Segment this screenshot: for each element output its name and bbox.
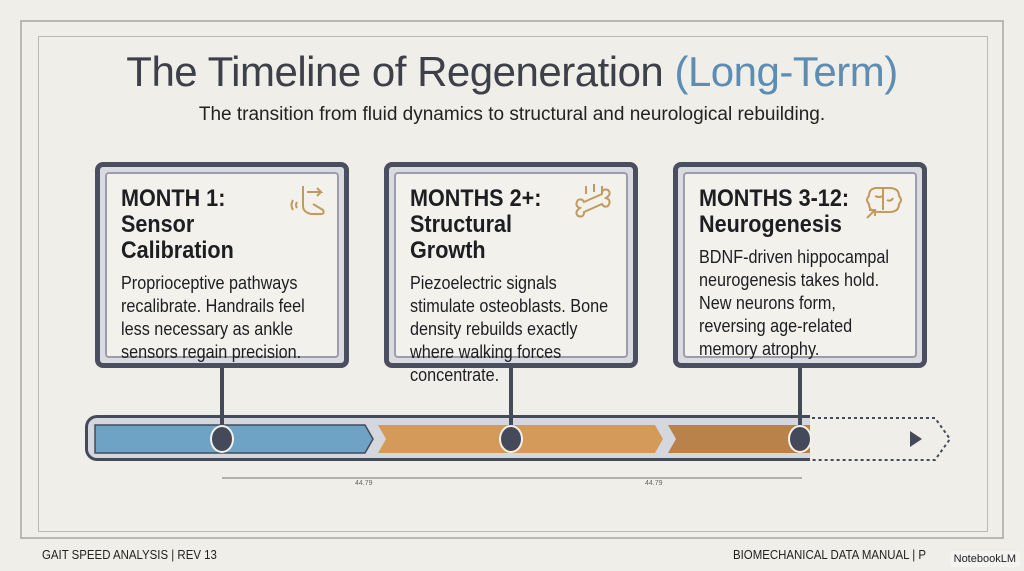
card-months-3-12: MONTHS 3-12: Neurogenesis BDNF-driven hi… — [673, 162, 927, 368]
outer-frame — [20, 20, 1004, 539]
card-subheading: Structural Growth — [410, 211, 513, 264]
dimension-label: 44.79 — [355, 480, 373, 487]
arrow-head-icon — [910, 431, 922, 447]
footer-left: GAIT SPEED ANALYSIS | REV 13 — [42, 547, 217, 562]
title-accent: (Long-Term) — [674, 48, 898, 95]
connector — [220, 368, 224, 438]
inner-frame — [38, 36, 988, 532]
dimension-label: 44.79 — [645, 480, 663, 487]
foot-icon — [290, 186, 325, 215]
connector — [509, 368, 513, 438]
footer-right: BIOMECHANICAL DATA MANUAL | P — [733, 547, 927, 562]
milestone-dot — [210, 425, 234, 453]
card-months-2: MONTHS 2+: Structural Growth Piezoelectr… — [384, 162, 638, 385]
segment-month-1 — [94, 424, 374, 454]
milestone-dot — [499, 425, 523, 453]
subtitle: The transition from fluid dynamics to st… — [198, 104, 826, 125]
connector — [798, 368, 802, 438]
brain-icon — [866, 187, 902, 219]
milestone-dot — [788, 425, 812, 453]
card-heading: MONTH 1: — [121, 185, 226, 212]
notebooklm-badge: NotebookLM — [949, 551, 1020, 567]
page-title: The Timeline of Regeneration (Long-Term) — [0, 48, 1024, 96]
future-dashed-arrow — [812, 417, 952, 461]
card-month-1: MONTH 1: Sensor Calibration Propriocepti… — [95, 162, 349, 368]
bone-icon — [575, 184, 611, 218]
card-heading: MONTHS 3-12: — [699, 185, 850, 212]
card-subheading: Neurogenesis — [699, 211, 842, 238]
segment-months-3-12 — [668, 425, 810, 453]
card-body: BDNF-driven hippocampal neurogenesis tak… — [699, 247, 889, 359]
notebooklm-label: NotebookLM — [953, 553, 1016, 565]
card-heading: MONTHS 2+: — [410, 185, 542, 212]
title-main: The Timeline of Regeneration — [126, 48, 664, 95]
card-body: Piezoelectric signals stimulate osteobla… — [410, 273, 609, 385]
card-body: Proprioceptive pathways recalibrate. Han… — [121, 273, 305, 362]
card-subheading: Sensor Calibration — [121, 211, 234, 264]
